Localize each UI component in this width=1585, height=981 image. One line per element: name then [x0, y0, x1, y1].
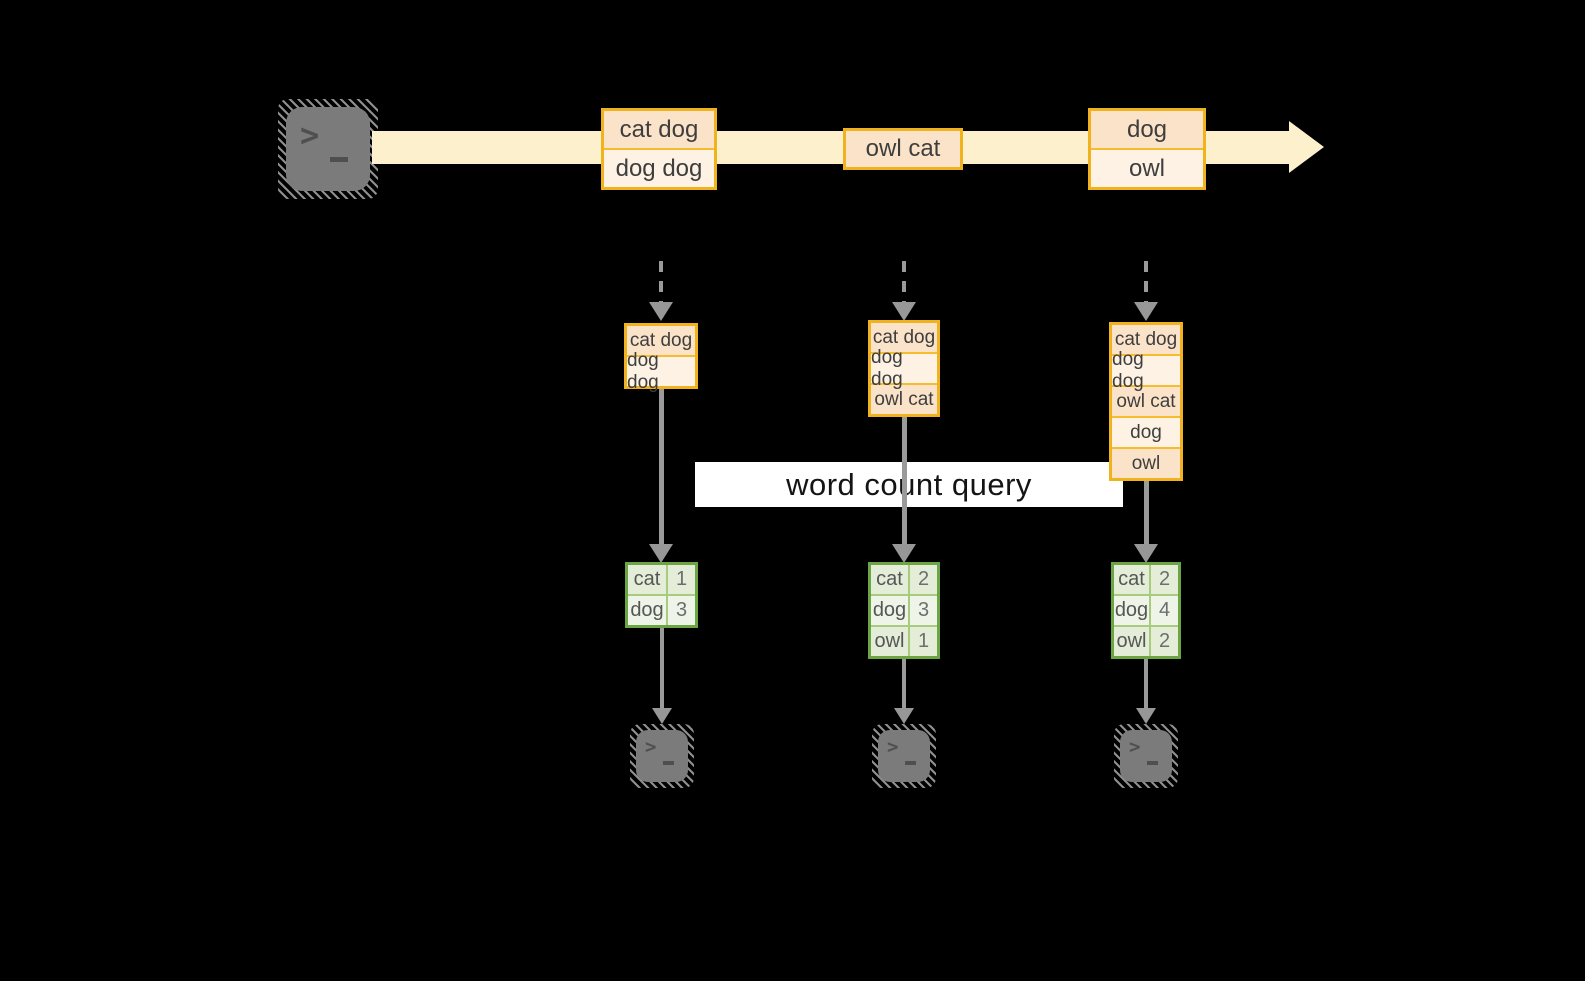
terminal-cursor-icon — [1147, 761, 1158, 765]
terminal-icon-output-2: > — [872, 724, 936, 788]
count-value-cell: 1 — [910, 627, 937, 656]
terminal-screen: > — [1120, 730, 1172, 782]
output-arrow-1 — [660, 628, 664, 708]
count-value-cell: 1 — [668, 565, 695, 594]
count-value-cell: 3 — [910, 596, 937, 625]
count-value-cell: 2 — [910, 565, 937, 594]
count-table-1: cat 1 dog 3 — [625, 562, 698, 628]
stream-arrowhead-icon — [1289, 121, 1324, 173]
output-arrowhead-icon — [652, 708, 672, 724]
terminal-prompt-icon: > — [300, 116, 320, 154]
terminal-cursor-icon — [905, 761, 916, 765]
terminal-cursor-icon — [330, 157, 348, 162]
ingest-arrow-1 — [659, 261, 663, 303]
count-value-cell: 3 — [668, 596, 695, 625]
state-row: dog — [1112, 416, 1180, 447]
state-row: cat dog — [627, 326, 695, 355]
count-word-cell: dog — [1114, 596, 1149, 625]
query-arrowhead-icon — [1134, 544, 1158, 563]
terminal-screen: > — [286, 107, 370, 191]
stream-event-row: owl — [1091, 148, 1203, 187]
stream-event-3: dog owl — [1088, 108, 1206, 190]
count-value-cell: 4 — [1151, 596, 1178, 625]
output-arrow-3 — [1144, 659, 1148, 708]
state-row: owl — [1112, 447, 1180, 478]
state-buffer-3: cat dog dog dog owl cat dog owl — [1109, 322, 1183, 481]
state-row: cat dog — [871, 323, 937, 352]
state-row: cat dog — [1112, 325, 1180, 354]
state-row: owl cat — [1112, 385, 1180, 416]
query-arrowhead-icon — [649, 544, 673, 563]
output-arrowhead-icon — [1136, 708, 1156, 724]
terminal-icon-output-1: > — [630, 724, 694, 788]
count-table-2: cat 2 dog 3 owl 1 — [868, 562, 940, 659]
stream-event-row: owl cat — [846, 131, 960, 167]
stream-event-1: cat dog dog dog — [601, 108, 717, 190]
query-label: word count query — [695, 462, 1123, 507]
output-arrow-2 — [902, 659, 906, 708]
ingest-arrowhead-icon — [649, 302, 673, 321]
query-arrow-2 — [902, 417, 907, 544]
state-row: dog dog — [871, 347, 937, 390]
count-word-cell: owl — [871, 627, 908, 656]
count-word-cell: owl — [1114, 627, 1149, 656]
count-table-3: cat 2 dog 4 owl 2 — [1111, 562, 1181, 659]
state-buffer-2: cat dog dog dog owl cat — [868, 320, 940, 417]
terminal-prompt-icon: > — [1129, 736, 1141, 758]
state-row: dog dog — [627, 350, 695, 393]
stream-event-row: dog dog — [604, 148, 714, 187]
terminal-prompt-icon: > — [887, 736, 899, 758]
terminal-icon-source: > — [278, 99, 378, 199]
terminal-prompt-icon: > — [645, 736, 657, 758]
stream-event-row: cat dog — [604, 111, 714, 148]
query-arrow-1 — [659, 389, 664, 544]
count-value-cell: 2 — [1151, 565, 1178, 594]
query-arrowhead-icon — [892, 544, 916, 563]
ingest-arrowhead-icon — [892, 302, 916, 321]
count-word-cell: dog — [871, 596, 908, 625]
count-word-cell: cat — [628, 565, 666, 594]
stream-event-2: owl cat — [843, 128, 963, 170]
count-word-cell: cat — [1114, 565, 1149, 594]
ingest-arrow-2 — [902, 261, 906, 303]
terminal-cursor-icon — [663, 761, 674, 765]
stream-event-row: dog — [1091, 111, 1203, 148]
state-buffer-1: cat dog dog dog — [624, 323, 698, 393]
count-word-cell: cat — [871, 565, 908, 594]
state-row: dog dog — [1112, 349, 1180, 392]
terminal-screen: > — [636, 730, 688, 782]
count-word-cell: dog — [628, 596, 666, 625]
ingest-arrow-3 — [1144, 261, 1148, 303]
count-value-cell: 2 — [1151, 627, 1178, 656]
state-row: owl cat — [871, 383, 937, 414]
terminal-screen: > — [878, 730, 930, 782]
ingest-arrowhead-icon — [1134, 302, 1158, 321]
output-arrowhead-icon — [894, 708, 914, 724]
terminal-icon-output-3: > — [1114, 724, 1178, 788]
query-arrow-3 — [1144, 481, 1149, 544]
